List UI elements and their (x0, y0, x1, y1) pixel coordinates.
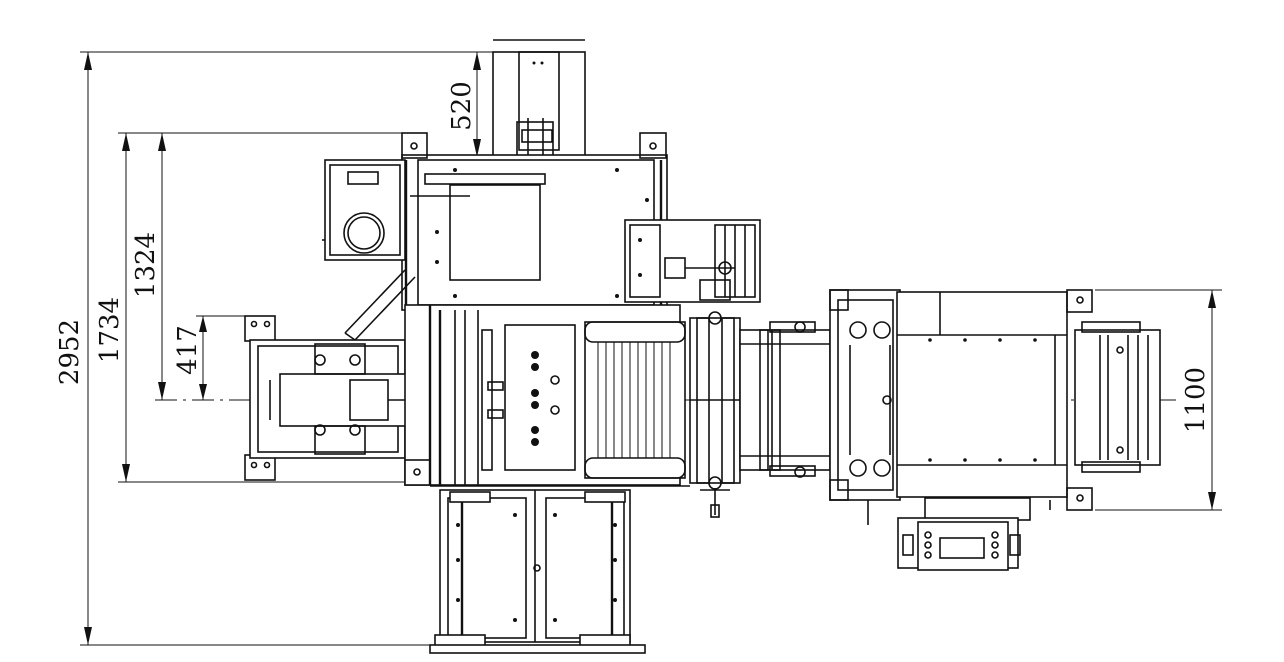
upper-right-box (624, 219, 761, 303)
lower-support (429, 489, 646, 654)
main-frame (404, 304, 690, 487)
label-1734: 1734 (95, 297, 125, 363)
dimension-417: 417 (173, 315, 245, 400)
right-main-unit (829, 289, 1093, 525)
label-1100: 1100 (1181, 367, 1211, 433)
label-417: 417 (173, 325, 203, 375)
label-1324: 1324 (131, 232, 161, 298)
upper-frame (401, 132, 668, 311)
left-motor-box (322, 159, 406, 261)
label-2952: 2952 (55, 319, 85, 385)
outfeed-unit (1074, 321, 1161, 473)
dimension-1324: 1324 (131, 133, 166, 400)
control-panel (897, 497, 1051, 571)
dimension-2952: 2952 (55, 51, 495, 646)
dimension-1100: 1100 (1095, 289, 1222, 511)
dimension-1734: 1734 (95, 132, 410, 483)
top-column (492, 39, 586, 175)
label-520: 520 (447, 81, 477, 131)
diagonal-strut (344, 269, 416, 341)
transfer-section (689, 311, 831, 518)
dimension-520: 520 (447, 52, 481, 157)
